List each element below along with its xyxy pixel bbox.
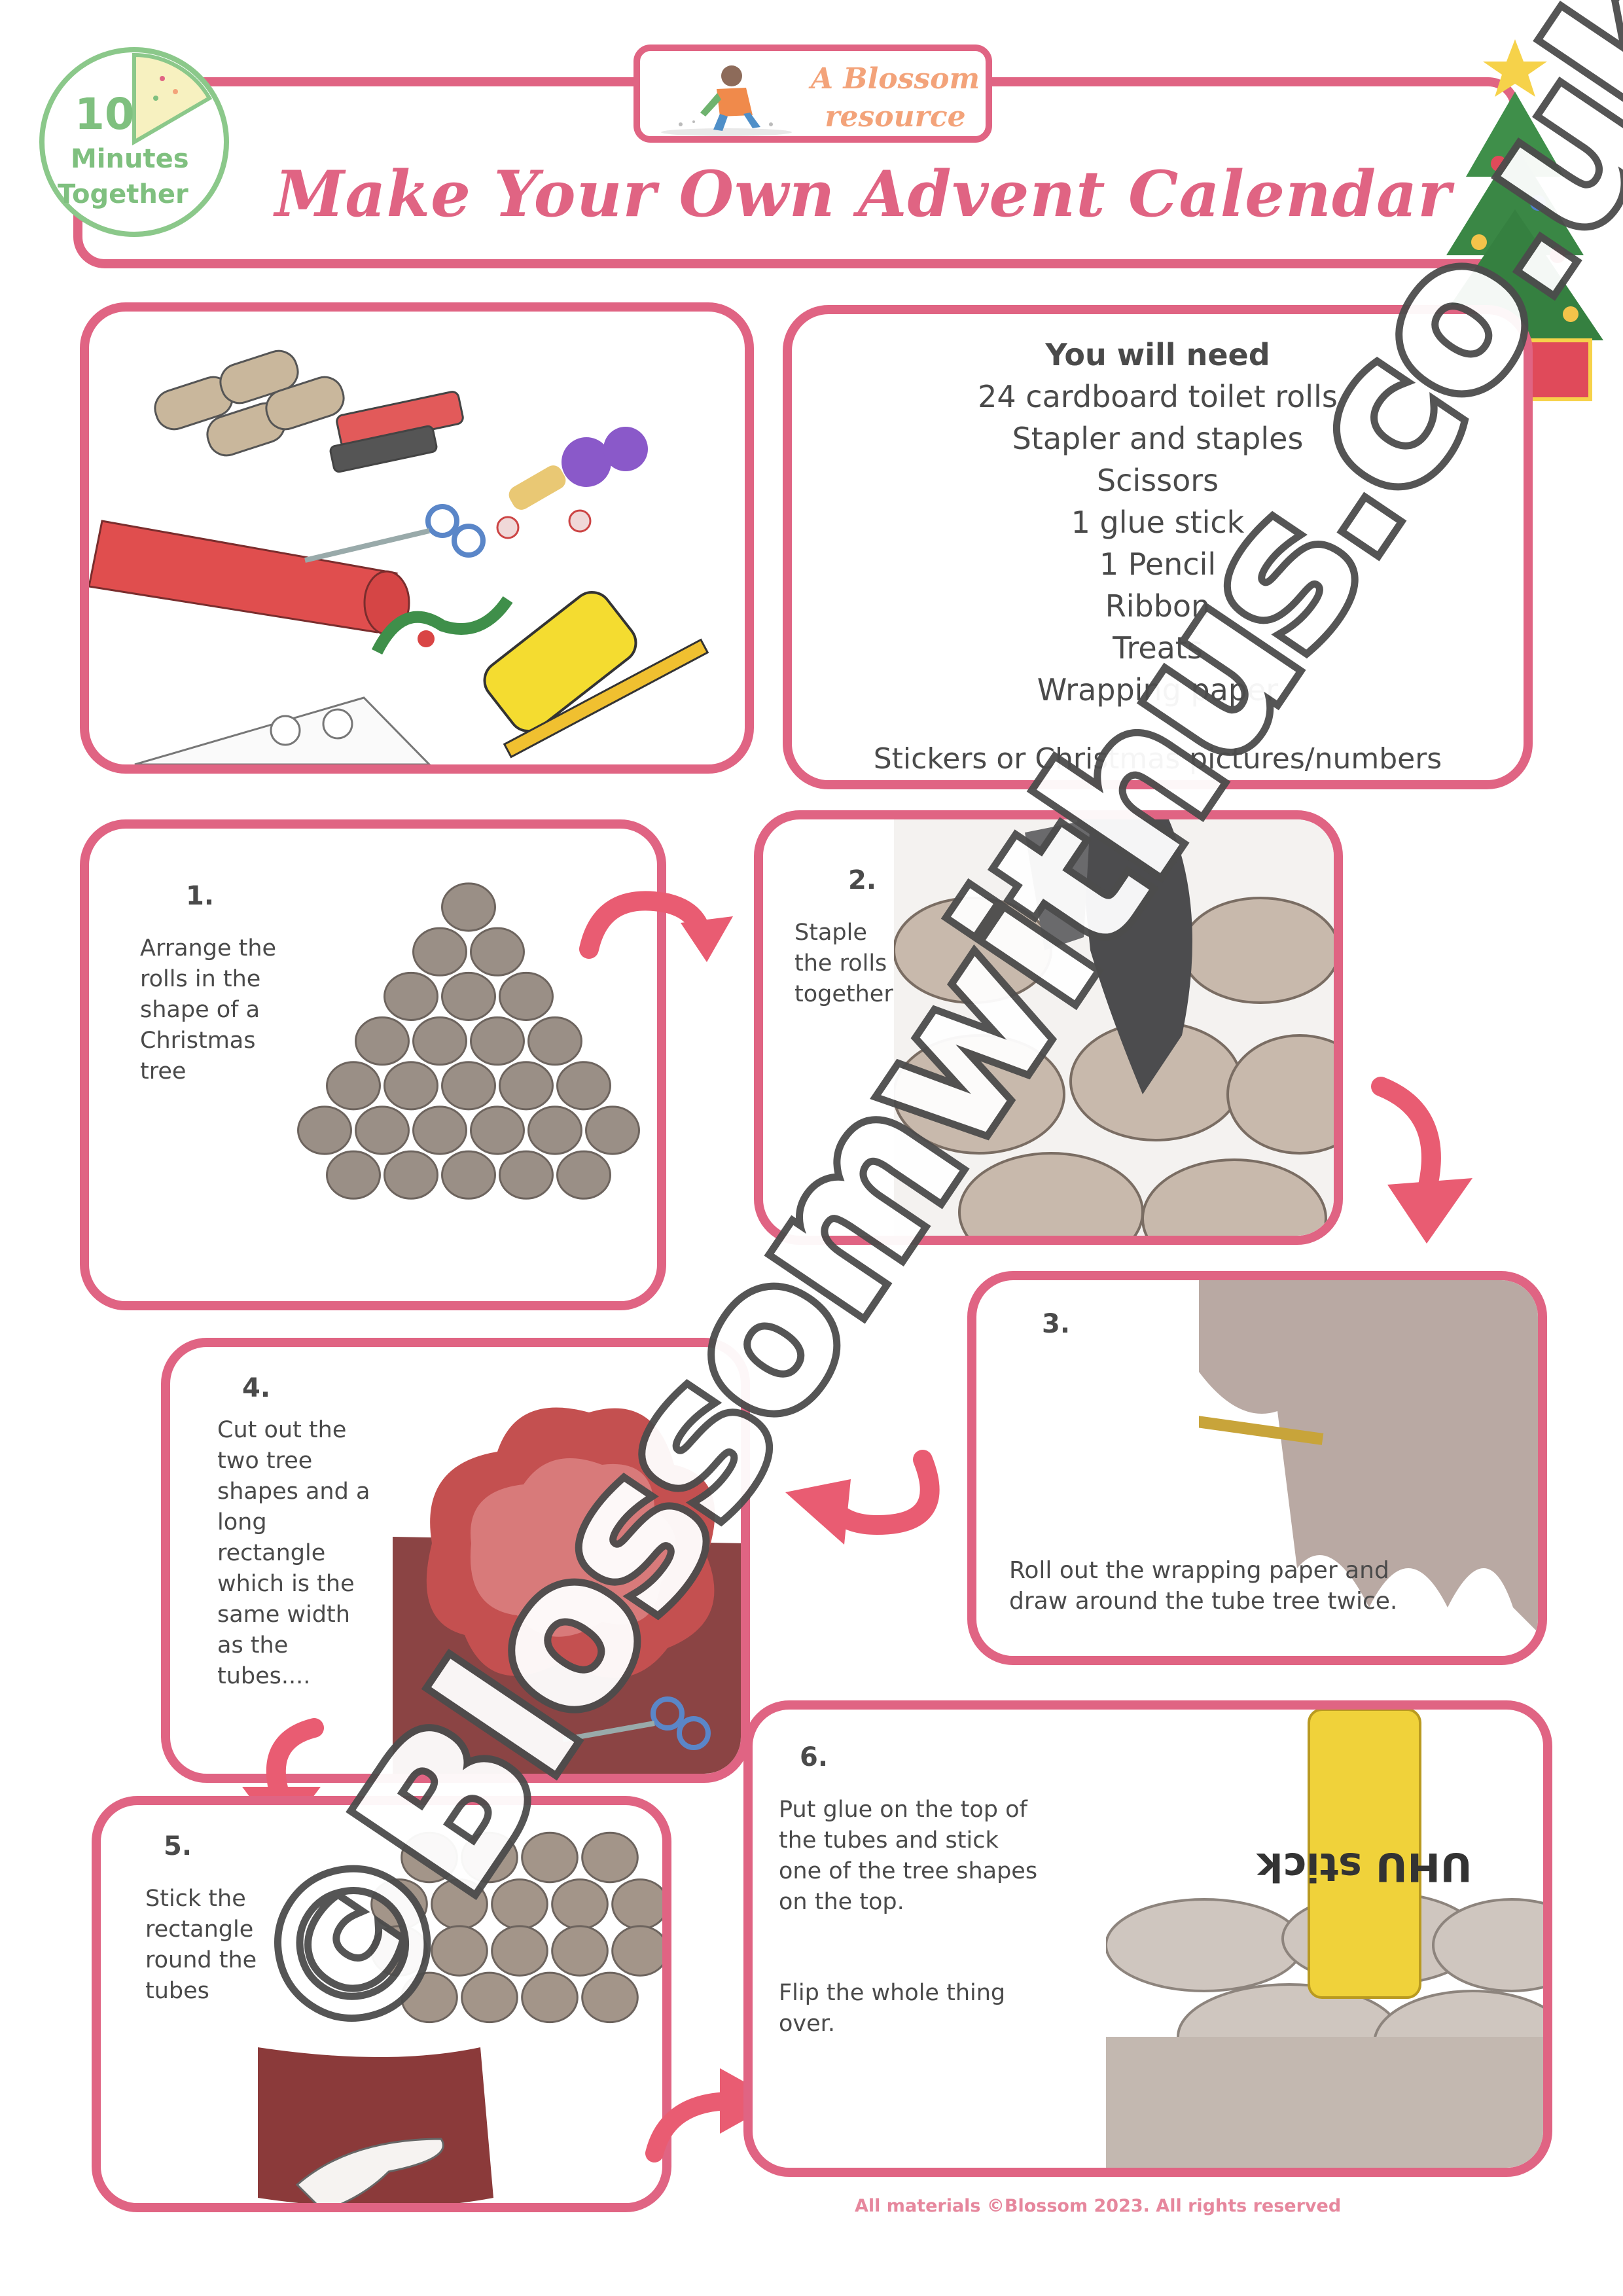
toilet-roll [521,1971,579,2024]
toilet-roll [585,1105,640,1155]
material-item: 1 glue stick [1071,505,1245,540]
toilet-roll [461,1831,518,1884]
step-2-number: 2. [848,865,877,895]
step-3-number: 3. [1042,1309,1071,1339]
step-1-text: Arrange the rolls in the shape of a Chri… [140,935,277,1085]
materials-list-card: You will need 24 cardboard toilet rolls … [783,305,1533,789]
stapling-rolls-photo [894,819,1334,1236]
child-playing-icon [661,65,792,136]
step-6-number: 6. [800,1742,829,1772]
logo-word-minutes: Minutes [71,144,189,174]
badge-line-1: A Blossom [810,62,980,96]
materials-heading: You will need [1045,337,1270,372]
ten-minutes-logo: 10 Minutes Together [39,47,229,237]
toilet-roll [412,1016,467,1066]
arrow-right-icon [579,891,733,962]
toilet-roll [611,1878,662,1930]
toilet-roll [412,927,467,977]
step-5-number: 5. [164,1831,192,1861]
toilet-roll [470,1016,525,1066]
toilet-roll [556,1150,611,1200]
glue-stick-label: UHU stick [1255,1844,1472,1890]
step-4-text: Cut out the two tree shapes and a long r… [217,1417,370,1689]
material-item: Scissors [1096,463,1219,498]
toilet-roll [441,971,496,1021]
rolls-tree-photo [297,882,640,1200]
badge-text: A Blossom resource [804,60,987,136]
step-5-text: Stick the rectangle round the tubes [145,1886,257,2004]
toilet-roll [551,1925,609,1977]
material-item: 24 cardboard toilet rolls [978,379,1338,414]
page-title: Make Your Own Advent Calendar [275,157,1452,231]
toilet-roll [441,1061,496,1111]
material-item: Wrapping paper [1037,672,1279,708]
step-6-text: Put glue on the top of the tubes and sti… [779,1797,1038,1915]
materials-image-card [80,302,754,774]
toilet-roll [491,1925,548,1977]
toilet-roll [556,1061,611,1111]
toilet-roll [499,971,554,1021]
toilet-roll [581,1971,639,2024]
toilet-roll [355,1016,410,1066]
step-1-card: 1. Arrange the rolls in the shape of a C… [80,819,666,1310]
step-4-card: 4. Cut out the two tree shapes and a lon… [161,1338,750,1783]
toilet-roll [470,1105,525,1155]
glue-tubes-photo: UHU stick [1106,1710,1543,2168]
toilet-roll [355,1105,410,1155]
step-6-card: 6. Put glue on the top of the tubes and … [743,1700,1552,2177]
step-6-text-2: Flip the whole thing over. [779,1980,1006,2037]
toilet-roll [326,1061,381,1111]
step-3-text: Roll out the wrapping paper and draw aro… [1009,1557,1398,1615]
arrow-left-icon [785,1450,940,1545]
material-item: Treats [1113,630,1203,666]
toilet-roll [412,1105,467,1155]
wrapping-paper-photo [1199,1280,1538,1632]
arrow-down-icon [1371,1077,1472,1244]
step-4-number: 4. [242,1373,271,1403]
toilet-roll [551,1878,609,1930]
toilet-roll [431,1925,488,1977]
toilet-roll [461,1971,518,2024]
clock-segment-icon [132,52,213,146]
toilet-roll [499,1061,554,1111]
material-item: 1 Pencil [1099,547,1217,582]
toilet-roll [370,1925,428,1977]
toilet-roll [383,1150,438,1200]
copyright-footer: All materials ©Blossom 2023. All rights … [855,2196,1342,2216]
toilet-roll [521,1831,579,1884]
toilet-roll [326,1150,381,1200]
toilet-roll [499,1150,554,1200]
step-5-card: 5. Stick the rectangle round the tubes [92,1796,671,2212]
step-2-card: 2. Staple the rolls together [754,810,1343,1245]
toilet-roll [441,1150,496,1200]
logo-number: 10 [75,89,135,139]
material-item: Stapler and staples [1012,421,1304,456]
step-3-card: 3. Roll out the wrapping paper and draw … [967,1271,1547,1665]
toilet-roll [441,882,496,932]
cutting-paper-photo [393,1407,741,1774]
toilet-roll [401,1971,458,2024]
material-item: Stickers or Christmas pictures/numbers [873,742,1442,776]
toilet-roll [383,971,438,1021]
toilet-roll [581,1831,639,1884]
toilet-roll [297,1105,352,1155]
toilet-roll [611,1925,662,1977]
toilet-roll [527,1105,582,1155]
toilet-roll [527,1016,582,1066]
step-2-text: Staple the rolls together [794,920,893,1007]
blossom-badge: A Blossom resource [633,45,992,143]
step-1-number: 1. [186,881,215,911]
material-item: Ribbon [1105,588,1211,624]
sticking-rectangle-photo [258,1831,662,2203]
toilet-roll [401,1831,458,1884]
toilet-roll [383,1061,438,1111]
badge-line-2: resource [825,100,966,134]
logo-word-together: Together [58,179,188,209]
craft-supplies-illustration [89,350,709,764]
toilet-roll [470,927,525,977]
